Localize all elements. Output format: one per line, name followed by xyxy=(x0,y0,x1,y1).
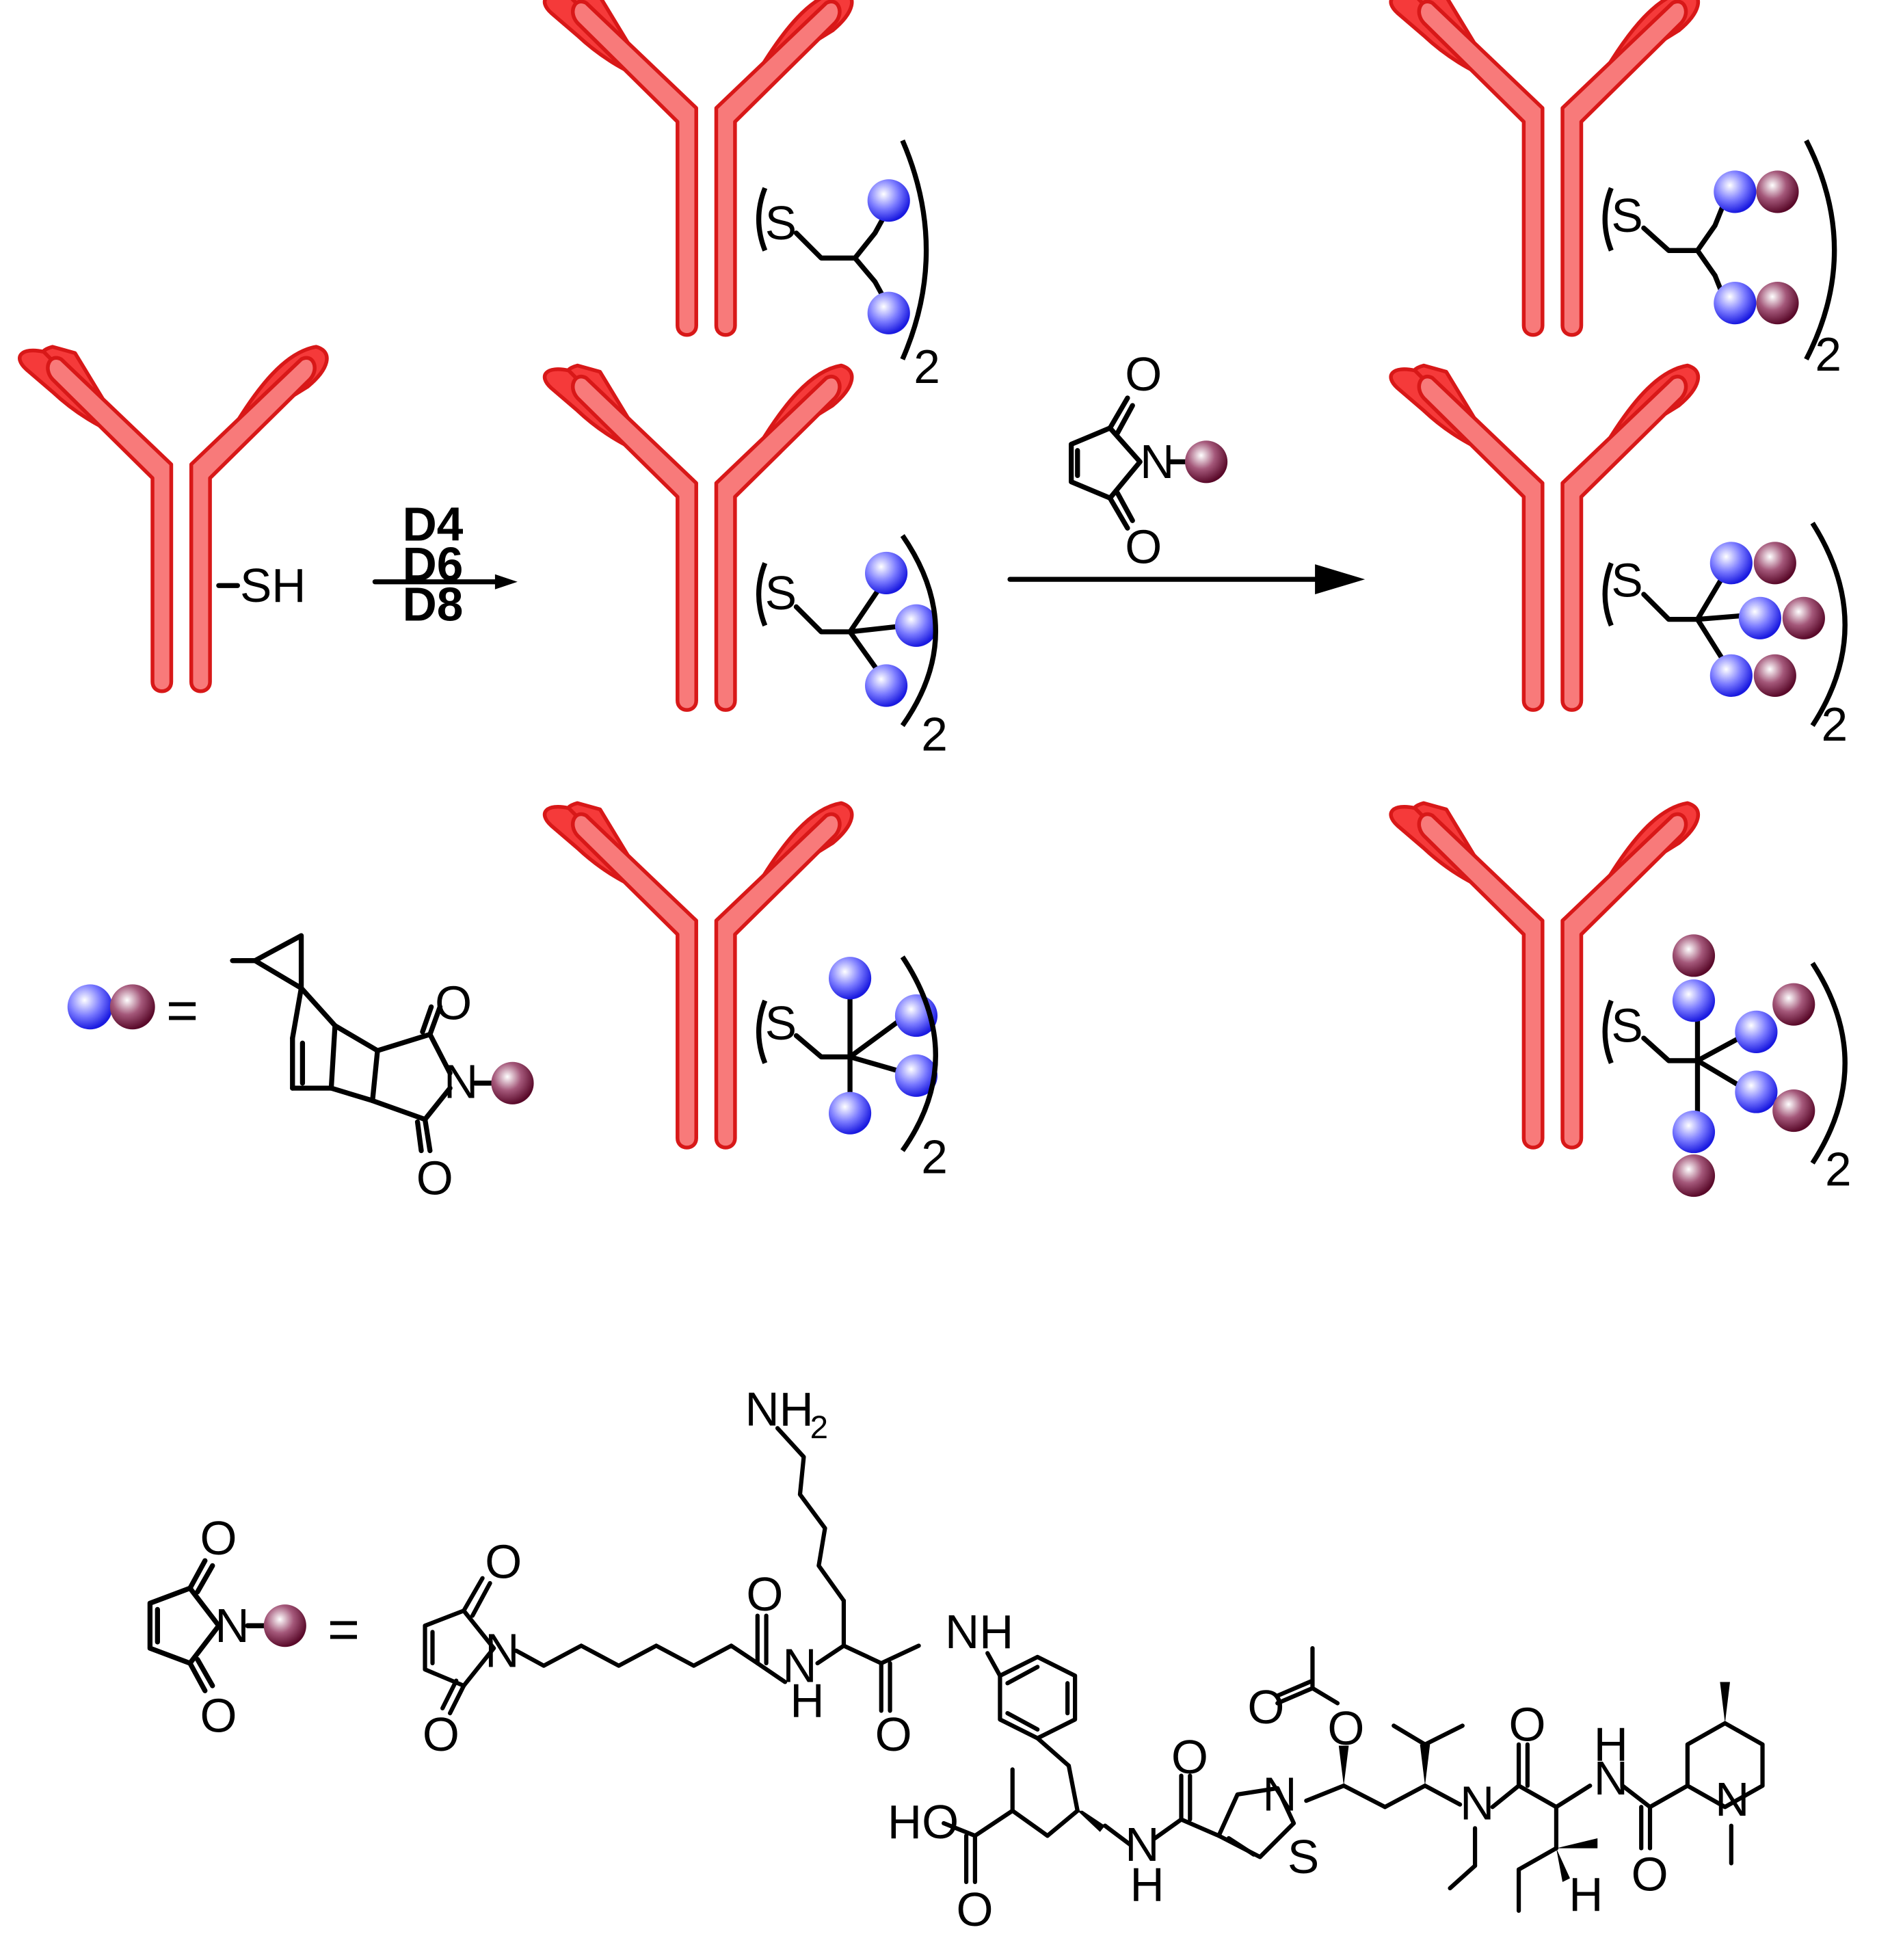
legend-o-top: O xyxy=(200,1511,237,1565)
antibody-start: SH xyxy=(20,347,327,691)
multiplier-2: 2 xyxy=(914,340,940,393)
mc-n: N xyxy=(485,1624,519,1678)
adduct-o-top: O xyxy=(435,977,472,1030)
maleimide-reagent: O O N xyxy=(1068,347,1228,573)
anilide-nh: NH xyxy=(945,1605,1013,1658)
sulfur-label: S xyxy=(1611,189,1642,242)
multiplier-2: 2 xyxy=(921,708,948,761)
amide-n-5: N xyxy=(1594,1751,1628,1805)
equals-sign: = xyxy=(166,980,198,1042)
thiol-label: SH xyxy=(240,559,306,612)
multiplier-2: 2 xyxy=(921,1130,948,1183)
maleimide-o-bottom: O xyxy=(1125,520,1162,573)
sulfur-label: S xyxy=(765,196,797,250)
amide-o-3: O xyxy=(1171,1730,1208,1784)
amide-o-1: O xyxy=(746,1567,783,1621)
reagent-arrow: D4 D6 D8 xyxy=(372,497,518,631)
multiplier-2: 2 xyxy=(1815,328,1841,381)
legend-n: N xyxy=(215,1599,249,1652)
adduct-o-bottom: O xyxy=(416,1152,453,1205)
amide-n-1: N xyxy=(782,1639,816,1692)
sulfur-label: S xyxy=(1611,554,1642,607)
maleimide-o-top: O xyxy=(1125,347,1162,401)
equals-sign-payload: = xyxy=(328,1599,360,1660)
adc-d4-product: S 2 xyxy=(1391,0,1841,381)
reagent-d8: D8 xyxy=(403,577,464,631)
stereo-h: H xyxy=(1569,1868,1603,1921)
acetyl-o: O xyxy=(1247,1680,1284,1734)
adduct-n: N xyxy=(444,1055,478,1109)
sulfur-label: S xyxy=(765,566,797,620)
conjugate-d6-intermediate: S 2 xyxy=(545,366,948,761)
adc-d8-product: S 2 xyxy=(1391,803,1852,1197)
sulfur-label: S xyxy=(1611,998,1642,1052)
amide-h-5: H xyxy=(1594,1718,1628,1771)
thiazole-n: N xyxy=(1262,1768,1296,1821)
acid-ho: HO xyxy=(888,1795,959,1849)
mc-o-bottom: O xyxy=(423,1708,460,1761)
amide-h-3: H xyxy=(1130,1857,1164,1911)
conjugate-d4-intermediate: S 2 xyxy=(545,0,940,393)
amide-o-4: O xyxy=(1508,1697,1545,1751)
amide-n-3: N xyxy=(1125,1818,1159,1871)
drug-linker-structure: O O N O N H NH 2 O NH xyxy=(423,1383,1765,1936)
amide-o-2: O xyxy=(875,1708,912,1761)
piperidine-n: N xyxy=(1715,1773,1749,1826)
adc-d6-product: S 2 xyxy=(1391,366,1848,751)
amide-o-5: O xyxy=(1632,1848,1668,1901)
acetoxy-o: O xyxy=(1327,1701,1364,1755)
amine-n: NH xyxy=(745,1383,814,1436)
tertiary-n: N xyxy=(1460,1777,1494,1830)
sulfur-label: S xyxy=(765,996,797,1050)
acid-o: O xyxy=(956,1883,993,1936)
conjugate-d8-intermediate: S 2 xyxy=(545,803,948,1183)
multiplier-2: 2 xyxy=(1825,1143,1852,1196)
legend-maleimide-payload: O O N = xyxy=(147,1511,360,1743)
amide-h-1: H xyxy=(790,1674,824,1727)
amine-sub: 2 xyxy=(810,1409,828,1446)
thiazole-s: S xyxy=(1288,1830,1319,1883)
reagent-d4: D4 xyxy=(403,497,464,551)
main-arrow xyxy=(1007,564,1366,595)
multiplier-2: 2 xyxy=(1821,698,1848,751)
legend-o-bottom: O xyxy=(200,1689,237,1743)
legend-cyclopropene-adduct: = O O N xyxy=(67,933,534,1205)
mc-o-top: O xyxy=(485,1535,522,1589)
